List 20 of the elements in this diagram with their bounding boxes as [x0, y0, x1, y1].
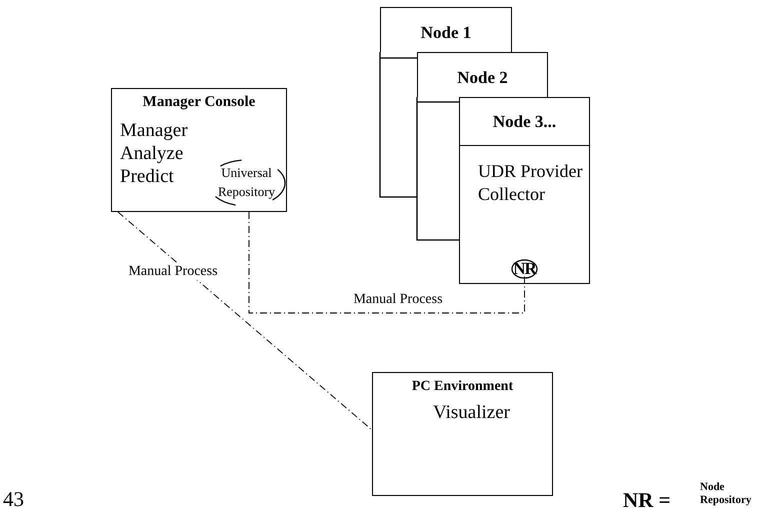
dash-dot-connector [118, 212, 372, 430]
box-title: Node 2 [456, 67, 509, 88]
component-box [372, 372, 553, 496]
repository-label: Universal Repository [216, 164, 276, 201]
component-box [111, 88, 287, 212]
page-number: 43 [3, 487, 24, 512]
dash-dot-connector [248, 212, 525, 314]
box-title: PC Environment [410, 378, 514, 396]
component-box [459, 97, 590, 284]
box-text: Visualizer [432, 401, 511, 424]
box-text: UDR Provider Collector [478, 160, 584, 206]
abbreviation-meaning: Node Repository [700, 481, 752, 507]
box-title: Node 1 [420, 22, 472, 43]
node-card [380, 7, 512, 52]
abbreviation-key: NR = [623, 488, 671, 513]
node-card [417, 52, 548, 97]
box-title: Node 3... [460, 98, 589, 146]
badge-label: NR [512, 259, 538, 279]
box-title: Manager Console [142, 93, 256, 112]
box-text: Manager Analyze Predict [120, 119, 189, 188]
